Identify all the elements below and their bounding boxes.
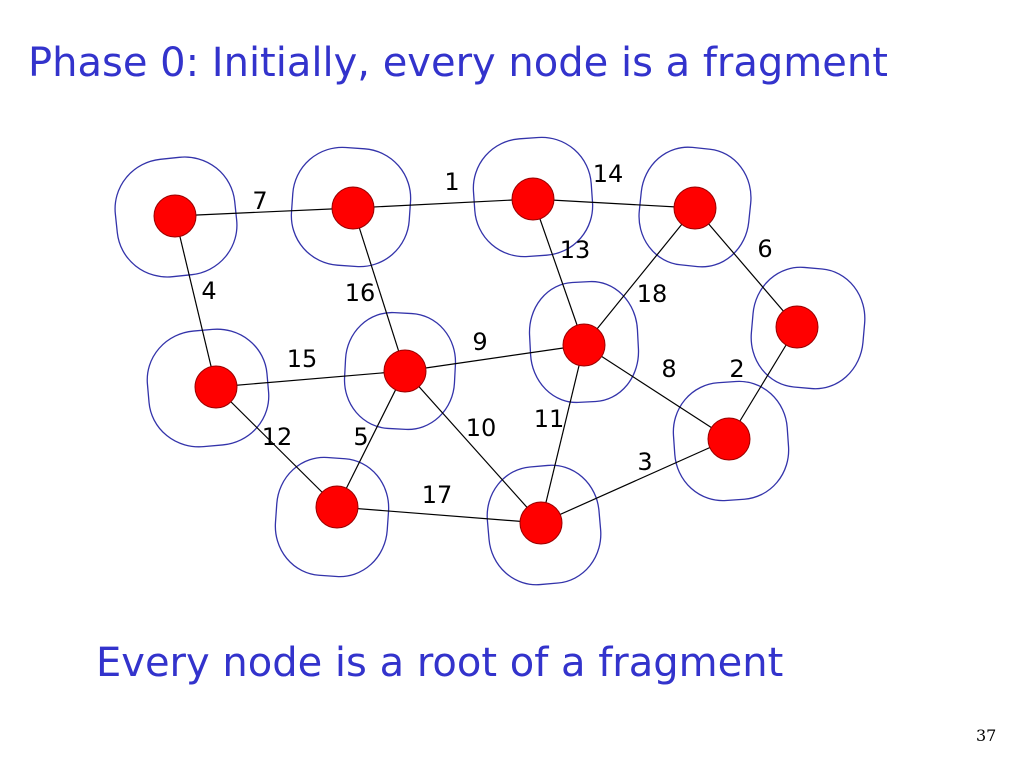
edge-b-c [352,198,534,209]
fragment-outline-a [114,156,238,278]
edge-c-g [532,198,585,346]
edge-weight-label: 2 [729,355,744,383]
node-j [315,485,359,529]
edge-d-g [583,207,696,346]
node-b [331,186,375,230]
edge-h-i [728,326,798,440]
node-c [511,177,555,221]
edge-weight-label: 18 [637,280,668,308]
fragment-outline-j [274,456,390,578]
fragment-outline-i [672,380,790,502]
edge-weight-label: 7 [252,187,267,215]
edge-c-d [532,198,696,209]
edge-weight-label: 12 [262,423,293,451]
edge-weight-label: 4 [201,277,216,305]
slide-title: Phase 0: Initially, every node is a frag… [28,40,888,86]
page-number: 37 [976,726,997,745]
node-h [775,305,819,349]
fragment-outline-h [750,266,866,390]
node-a [153,194,197,238]
node-d [673,186,717,230]
edge-a-b [174,207,354,217]
edge-f-k [404,370,542,524]
edge-b-f [352,207,406,372]
edge-weight-label: 3 [637,448,652,476]
edge-weight-label: 1 [444,168,459,196]
edge-weight-label: 10 [466,414,497,442]
fragment-outline-b [290,146,412,268]
graph-nodes [153,177,819,545]
edge-d-h [694,207,798,328]
edge-weight-label: 6 [757,235,772,263]
edge-weight-label: 5 [353,423,368,451]
fragment-outlines [114,136,866,586]
edge-weight-labels: 7 1 14 13 6 4 16 18 9 15 8 2 12 5 10 11 3 17 [201,160,772,509]
edge-weight-label: 16 [345,279,376,307]
fragment-outline-g [528,280,640,404]
slide-subtitle: Every node is a root of a fragment [96,640,784,686]
edge-weight-label: 13 [560,236,591,264]
edge-e-j [215,386,338,508]
graph-edges [174,198,798,524]
fragment-outline-f [343,311,457,431]
edge-g-k [540,344,585,524]
edge-i-k [540,438,730,524]
edge-f-j [336,370,406,508]
node-k [519,501,563,545]
edge-weight-label: 14 [593,160,624,188]
edge-weight-label: 15 [287,345,318,373]
edge-g-i [583,344,730,440]
node-g [562,323,606,367]
node-e [194,365,238,409]
node-i [707,417,751,461]
node-f [383,349,427,393]
edge-e-f [215,370,406,388]
edge-weight-label: 11 [534,405,565,433]
fragment-outline-k [486,464,602,586]
edge-weight-label: 9 [472,328,487,356]
fragment-outline-d [638,146,752,268]
edge-a-e [174,215,217,388]
edge-f-g [404,344,585,372]
edge-weight-label: 8 [661,355,676,383]
fragment-outline-c [472,136,594,258]
edge-weight-label: 17 [422,481,453,509]
edge-j-k [336,506,542,524]
